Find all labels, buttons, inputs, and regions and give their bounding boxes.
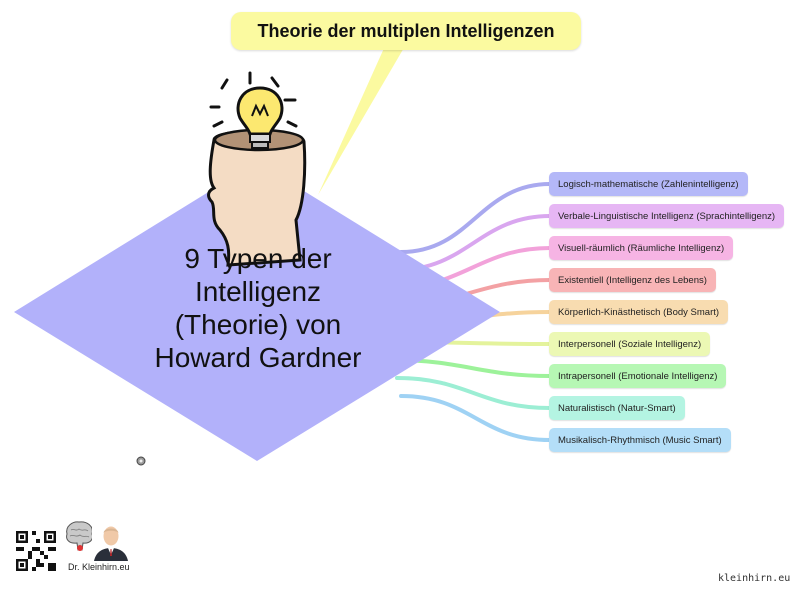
brand-name: Dr. Kleinhirn.eu xyxy=(68,562,130,572)
marker-icon[interactable] xyxy=(136,456,146,466)
branch-visuell-raeumlich[interactable]: Visuell-räumlich (Räumliche Intelligenz) xyxy=(549,236,734,260)
connector-line xyxy=(395,376,552,410)
branch-naturalistisch[interactable]: Naturalistisch (Natur-Smart) xyxy=(549,396,685,420)
branch-intrapersonell[interactable]: Intrapersonell (Emotionale Intelligenz) xyxy=(549,364,727,388)
branch-koerperlich-kinaesthetisch[interactable]: Körperlich-Kinästhetisch (Body Smart) xyxy=(549,300,729,324)
callout-title[interactable]: Theorie der multiplen Intelligenzen xyxy=(231,12,581,50)
avatar-photo xyxy=(92,521,130,561)
branch-musikalisch-rhythmisch[interactable]: Musikalisch-Rhythmisch (Music Smart) xyxy=(549,428,731,452)
central-topic-line: Howard Gardner xyxy=(154,342,362,373)
central-topic-line: 9 Typen der xyxy=(184,243,332,274)
connector-line xyxy=(399,394,552,442)
brain-icon xyxy=(66,521,93,551)
central-topic-shape[interactable] xyxy=(14,162,500,461)
qr-code-icon xyxy=(16,531,56,571)
branch-verbal-linguistisch[interactable]: Verbale-Linguistische Intelligenz (Sprac… xyxy=(549,204,785,228)
central-topic-label[interactable]: 9 Typen der Intelligenz (Theorie) von Ho… xyxy=(128,242,388,374)
lightbulb-head-icon xyxy=(207,71,307,267)
central-topic-line: (Theorie) von xyxy=(174,309,342,340)
connector-line xyxy=(399,182,552,254)
branch-logisch-mathematisch[interactable]: Logisch-mathematische (Zahlenintelligenz… xyxy=(549,172,748,196)
central-topic-line: Intelligenz xyxy=(194,276,322,307)
callout-pointer xyxy=(318,46,405,195)
connector-line xyxy=(395,214,552,272)
branch-interpersonell[interactable]: Interpersonell (Soziale Intelligenz) xyxy=(549,332,711,356)
footer-url[interactable]: kleinhirn.eu xyxy=(718,573,791,584)
branch-existentiell[interactable]: Existentiell (Intelligenz des Lebens) xyxy=(549,268,716,292)
